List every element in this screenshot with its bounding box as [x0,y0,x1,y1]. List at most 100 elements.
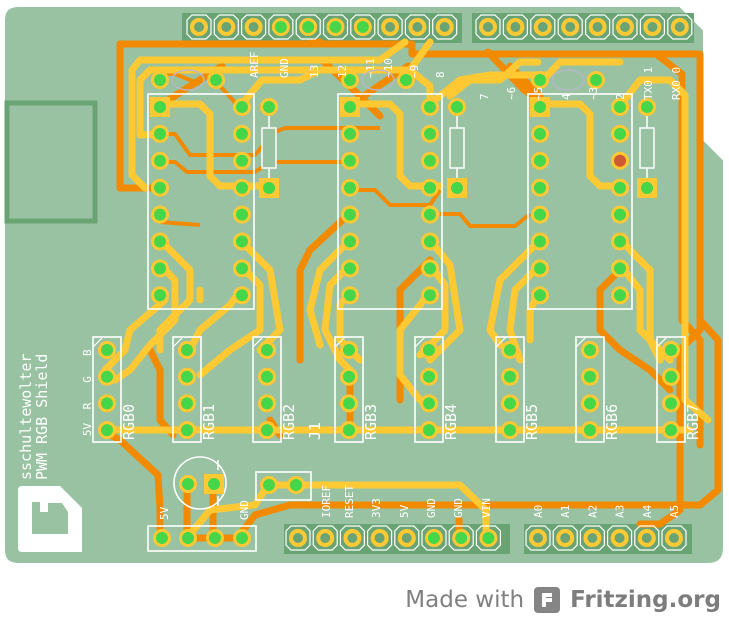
top-header-pin [435,18,454,36]
top-pin-label: ~3 [587,87,600,100]
ic-pin [340,97,360,117]
ic-pin [341,151,359,170]
ic-outline-0 [147,93,255,310]
top-header-pin [326,18,345,36]
top-header-pin [588,18,607,36]
bottom-header-pin-outline [606,525,633,551]
ic-pin [151,178,169,197]
ic-pin [151,205,169,224]
led-pin [204,474,224,494]
top-header-pin-outline [667,14,693,40]
power-header-pin [233,529,251,547]
resistor-pad [637,178,657,198]
rgb-connector-outline [656,336,686,443]
top-pin-label: ~6 [505,87,518,100]
top-pin-label: RX0 0 [670,67,683,100]
bottom-header-pin-outline [661,525,687,551]
rgb-pin [662,394,680,413]
trace [183,481,272,542]
top-pin-label: 7 [478,93,491,100]
top-header-pin [353,18,372,36]
trace [616,236,664,364]
bottom-pin-label: RESET [343,485,356,518]
rgb-pin [420,421,438,440]
rgb-pin [98,421,116,440]
cap-outline [361,69,395,91]
ic-pin [611,259,629,278]
top-pin-label: ~9 [408,65,421,78]
rgb-pin [501,341,519,359]
pin1-mark [495,336,507,348]
rgb-pin [258,394,276,413]
top-header-pin [506,18,525,36]
made-with-text: Made with [405,587,525,613]
rgb-pin [340,367,358,386]
rgb-connector-outline [495,336,525,443]
bottom-header-pin [397,529,416,547]
rgb-pin [501,394,519,413]
bottom-header-pin-outline [552,525,578,551]
ic-pin [341,205,359,224]
board-title-label: PWM RGB Shield [33,354,51,480]
trace [596,266,674,394]
bottom-header-pin [343,529,362,547]
trace [156,100,274,190]
cap-pad [207,71,225,89]
top-header-pin-outline [404,14,430,40]
rgb-pin [501,421,519,440]
top-pin-label: 12 [336,65,349,78]
top-pin-label: TX0 1 [642,67,655,100]
top-pin-label: ~11 [364,58,377,78]
bottom-header-pin-outline [525,525,551,551]
top-header-pin-outline [241,14,267,40]
trace [128,38,409,192]
trace [159,220,201,227]
rgb-pin-label: 5V [81,422,94,436]
ic-pin [151,151,169,170]
rgb-pin [501,367,519,386]
trace [350,188,442,207]
trace [486,236,544,349]
ic-pin [233,205,251,224]
pin1-mark [334,336,346,348]
bottom-pin-label: 3V3 [370,498,383,518]
top-header-pin [643,18,662,36]
resistor-pad [447,178,467,198]
rgb-connector-outline [334,336,364,443]
ic-pin [233,98,251,116]
trace [616,76,712,424]
rgb-connector-outline [575,336,605,443]
rgb-pin [98,394,116,413]
fritzing-brand-link[interactable]: Fritzing.org [570,587,721,613]
bottom-header-pin [556,529,575,547]
cap-pad [587,71,605,89]
bottom-header-pin-outline [448,525,474,551]
bottom-pin-label: A0 [532,505,545,518]
bottom-header-pin-outline [475,525,501,551]
rgb-pin [420,394,438,413]
ic-pin [233,232,251,251]
top-header-pin [217,18,236,36]
trace [238,40,704,528]
ic-pin [151,286,169,305]
rgb-pin [178,421,196,440]
ic-pin [531,286,549,305]
top-pin-label: ~10 [382,58,395,78]
top-header-pin [670,18,689,36]
top-header-pin-outline [502,14,529,40]
ic-pin [611,232,629,251]
usb-outline [4,100,98,224]
bottom-header-pin [665,529,683,547]
trace [446,58,542,100]
pin1-mark [252,336,264,348]
trace [536,100,624,190]
rgb-pin [581,394,599,413]
bottom-header-pin [289,529,307,547]
board-outline [3,5,725,565]
rgb-connector-label: RGB3 [362,404,380,440]
ic-pin [531,124,549,143]
bottom-header-pin [479,529,498,547]
bottom-pin-label: A3 [614,505,627,518]
